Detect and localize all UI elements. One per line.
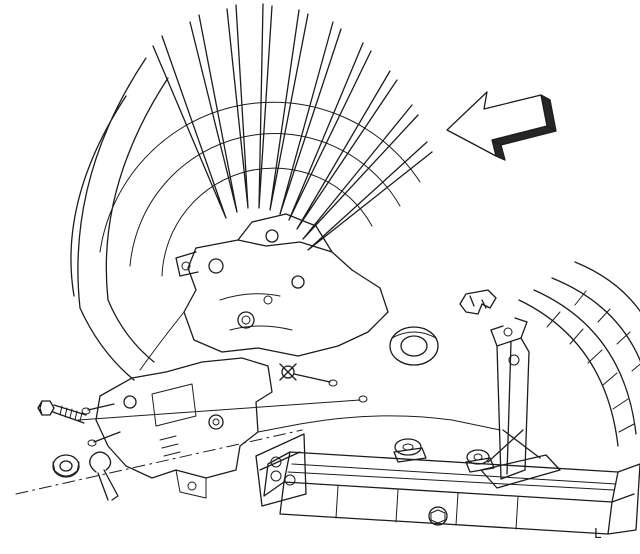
transmission-case: [139, 213, 389, 371]
frame-crossmember: [263, 438, 640, 535]
retainer-clip: [89, 451, 119, 501]
insulator-bushing: [389, 326, 439, 366]
corner-label: L: [594, 527, 602, 542]
wedge-plate: [255, 433, 307, 507]
mount-bolt: [37, 400, 87, 424]
support-bracket: [480, 317, 561, 489]
centerline-leaders: [15, 395, 368, 495]
drawing-root: L: [15, 3, 640, 542]
mount-bracket: [81, 357, 501, 499]
bell-housing-ribs: [70, 3, 433, 381]
arrow-face: [446, 91, 548, 157]
winged-stud: [279, 363, 338, 387]
small-clip-bracket: [459, 289, 497, 315]
right-housing-ribs: [518, 261, 640, 447]
flange-nut: [52, 454, 80, 478]
direction-arrow-icon: [446, 91, 557, 161]
